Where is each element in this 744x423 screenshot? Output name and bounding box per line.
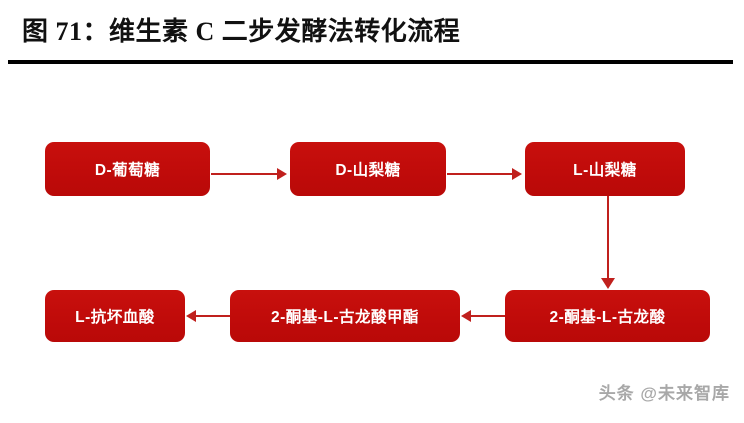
arrow-left-icon	[186, 310, 196, 322]
arrow-l-sorbose-to-2-keto-l-gulonic-acid	[601, 196, 615, 291]
flow-node-l-sorbose[interactable]: L-山梨糖	[525, 142, 685, 196]
arrow-down-icon	[601, 278, 615, 289]
flow-node-2-keto-l-gulonic-acid[interactable]: 2-酮基-L-古龙酸	[505, 290, 710, 342]
watermark: 头条 @未来智库	[598, 384, 730, 403]
flow-node-l-ascorbic-acid[interactable]: L-抗坏血酸	[45, 290, 185, 342]
flow-node-2-keto-l-gulonic-acid-methyl-ester[interactable]: 2-酮基-L-古龙酸甲酯	[230, 290, 460, 342]
arrow-methyl-ester-to-l-ascorbic-acid	[186, 310, 230, 322]
connector-line	[195, 315, 230, 317]
arrow-d-sorbose-to-l-sorbose	[447, 168, 525, 180]
connector-line	[447, 173, 515, 175]
title-divider	[8, 60, 733, 64]
arrow-glucose-to-d-sorbose	[211, 168, 290, 180]
flow-node-d-sorbose[interactable]: D-山梨糖	[290, 142, 446, 196]
flow-node-glucose[interactable]: D-葡萄糖	[45, 142, 210, 196]
page-title: 图 71：维生素 C 二步发酵法转化流程	[22, 17, 461, 46]
arrow-left-icon	[461, 310, 471, 322]
connector-line	[470, 315, 505, 317]
connector-line	[211, 173, 280, 175]
arrow-2-keto-l-gulonic-acid-to-methyl-ester	[461, 310, 505, 322]
connector-line	[607, 196, 609, 282]
arrow-right-icon	[277, 168, 287, 180]
arrow-right-icon	[512, 168, 522, 180]
